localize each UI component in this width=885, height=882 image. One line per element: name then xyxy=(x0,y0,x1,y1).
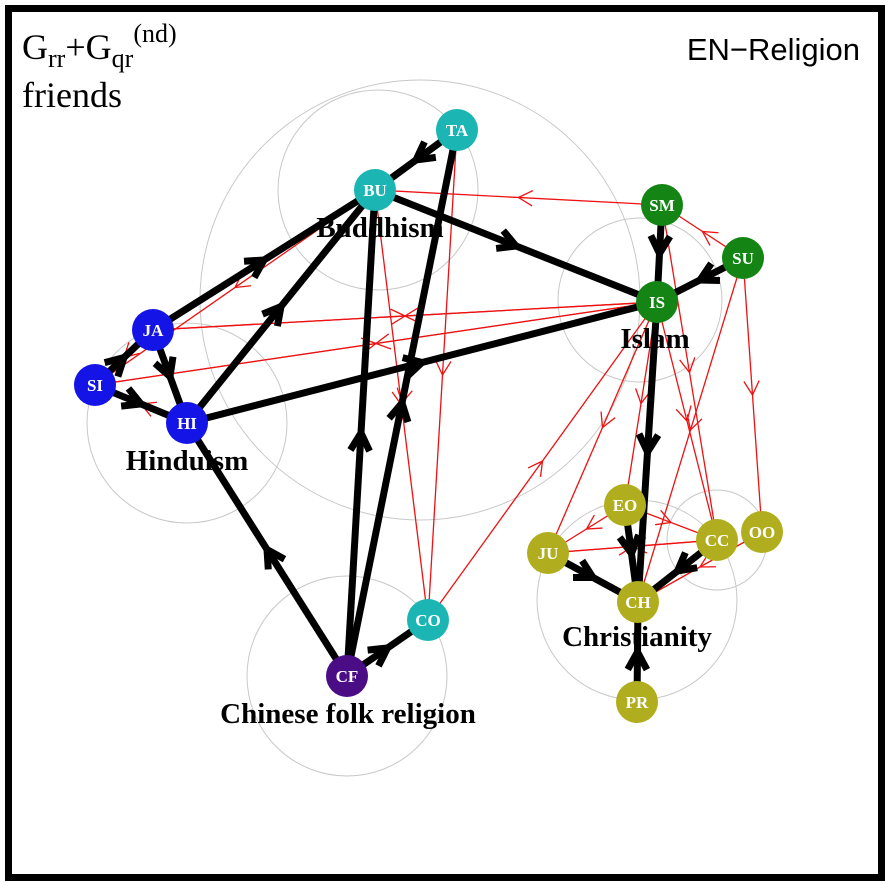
node-oo[interactable]: OO xyxy=(741,511,783,553)
node-circle xyxy=(641,184,683,226)
strong-edge-arrowhead xyxy=(103,352,130,378)
weak-edge-arrowhead xyxy=(600,411,616,429)
strong-edge-arrowhead xyxy=(693,261,721,285)
weak-edge-arrowhead xyxy=(743,380,760,397)
node-label: CH xyxy=(625,593,651,612)
node-label: CC xyxy=(705,531,730,550)
node-eo[interactable]: EO xyxy=(604,484,646,526)
strong-edge-arrowhead xyxy=(671,551,698,576)
node-circle xyxy=(636,281,678,323)
node-pr[interactable]: PR xyxy=(616,681,658,723)
strong-edge-arrowhead xyxy=(347,425,373,453)
weak-edge-arrowhead xyxy=(517,189,534,207)
weak-edge-arrowhead xyxy=(698,553,717,568)
strong-edge-arrowhead xyxy=(624,644,651,672)
node-ch[interactable]: CH xyxy=(617,581,659,623)
node-ta[interactable]: TA xyxy=(436,109,478,151)
weak-edge-arrowhead xyxy=(679,357,696,374)
strong-edge-arrowhead xyxy=(572,558,600,582)
group-label-hinduism: Hinduism xyxy=(126,445,249,477)
node-label: CO xyxy=(415,611,441,630)
strong-edge-arrowhead xyxy=(410,140,437,165)
node-circle xyxy=(696,519,738,561)
community-circle xyxy=(277,89,479,291)
node-circle xyxy=(166,402,208,444)
strong-edge-arrowhead xyxy=(120,386,148,410)
node-label: PR xyxy=(626,693,649,712)
node-si[interactable]: SI xyxy=(74,364,116,406)
weak-edge-arrowhead xyxy=(655,509,673,526)
weak-edge-arrowhead xyxy=(435,360,452,377)
node-label: EO xyxy=(613,496,638,515)
node-co[interactable]: CO xyxy=(407,599,449,641)
weak-edge-arrowhead xyxy=(634,388,652,405)
node-cc[interactable]: CC xyxy=(696,519,738,561)
community-circle xyxy=(557,217,723,383)
strong-edge-arrowhead xyxy=(635,432,662,460)
group-label-buddhism: Buddhism xyxy=(316,212,443,244)
node-label: OO xyxy=(749,523,775,542)
node-sm[interactable]: SM xyxy=(641,184,683,226)
group-label-islam: Islam xyxy=(620,323,689,355)
community-circle xyxy=(86,322,288,524)
node-label: IS xyxy=(649,293,665,312)
node-circle xyxy=(132,309,174,351)
node-circle xyxy=(616,681,658,723)
strong-edge-arrowhead xyxy=(152,356,177,384)
node-circle xyxy=(617,581,659,623)
strong-edge-arrowhead xyxy=(243,256,271,280)
weak-edge-arrowhead xyxy=(675,405,692,423)
node-ja[interactable]: JA xyxy=(132,309,174,351)
strong-edge-arrowhead xyxy=(386,395,412,424)
node-circle xyxy=(354,169,396,211)
strong-edge-arrowhead xyxy=(261,300,286,327)
strong-edge-arrowhead xyxy=(647,233,673,261)
plot-frame xyxy=(5,5,885,881)
weak-edge-arrowhead xyxy=(390,308,407,325)
node-circle xyxy=(407,599,449,641)
node-is[interactable]: IS xyxy=(636,281,678,323)
strong-edge-arrowhead xyxy=(367,643,394,668)
node-label: SU xyxy=(732,249,754,268)
node-circle xyxy=(722,237,764,279)
node-circle xyxy=(74,364,116,406)
group-label-christianity: Christianity xyxy=(562,621,712,653)
node-su[interactable]: SU xyxy=(722,237,764,279)
node-label: SI xyxy=(87,376,103,395)
node-label: JU xyxy=(538,544,559,563)
strong-edge-arrowhead xyxy=(616,533,642,561)
weak-edge-arrowhead xyxy=(585,514,603,530)
node-circle xyxy=(436,109,478,151)
node-hi[interactable]: HI xyxy=(166,402,208,444)
node-bu[interactable]: BU xyxy=(354,169,396,211)
node-label: SM xyxy=(649,196,675,215)
node-circle xyxy=(326,655,368,697)
node-label: CF xyxy=(336,667,359,686)
node-circle xyxy=(604,484,646,526)
node-label: HI xyxy=(177,414,197,433)
strong-edge-arrowhead xyxy=(495,228,523,252)
node-circle xyxy=(741,511,783,553)
strong-edge-arrowhead xyxy=(263,543,287,570)
node-circle xyxy=(527,532,569,574)
node-label: BU xyxy=(363,181,387,200)
node-cf[interactable]: CF xyxy=(326,655,368,697)
group-label-chinese: Chinese folk religion xyxy=(220,698,476,730)
node-label: JA xyxy=(143,321,165,340)
node-ju[interactable]: JU xyxy=(527,532,569,574)
weak-edge-arrowhead xyxy=(701,230,719,246)
community-circle xyxy=(246,575,448,777)
node-label: TA xyxy=(446,121,469,140)
weak-edge-arrowhead xyxy=(527,459,544,477)
dataset-label: EN−Religion xyxy=(686,32,860,67)
graph-type-label: Grr+Gqr(nd)friends xyxy=(22,19,177,116)
